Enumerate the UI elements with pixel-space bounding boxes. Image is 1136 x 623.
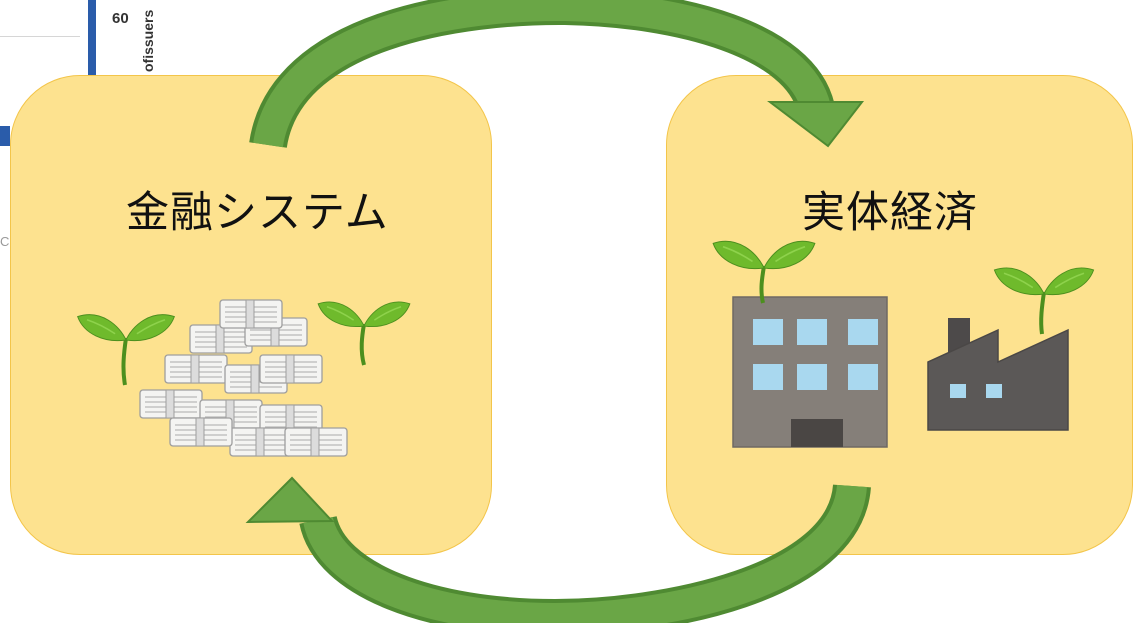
sprout-icon <box>317 301 411 366</box>
background-axis-bar <box>88 0 96 78</box>
financial-system-label: 金融システム <box>126 188 389 238</box>
real-economy-label: 実体経済 <box>802 188 978 238</box>
office-building-icon <box>732 296 888 448</box>
background-tick-60: 60 <box>112 10 129 27</box>
background-bar-fragment <box>0 126 10 146</box>
background-gridline <box>0 36 80 37</box>
arrow-economy-to-finance <box>245 476 871 623</box>
factory-icon <box>927 318 1069 431</box>
building-illustration <box>712 240 1095 448</box>
sprout-icon <box>712 240 816 304</box>
sprout-icon <box>76 313 176 386</box>
background-stray-char: C <box>0 234 10 249</box>
money-stack-illustration <box>76 299 411 457</box>
sprout-icon <box>993 267 1095 335</box>
arrow-finance-to-economy <box>249 0 865 149</box>
